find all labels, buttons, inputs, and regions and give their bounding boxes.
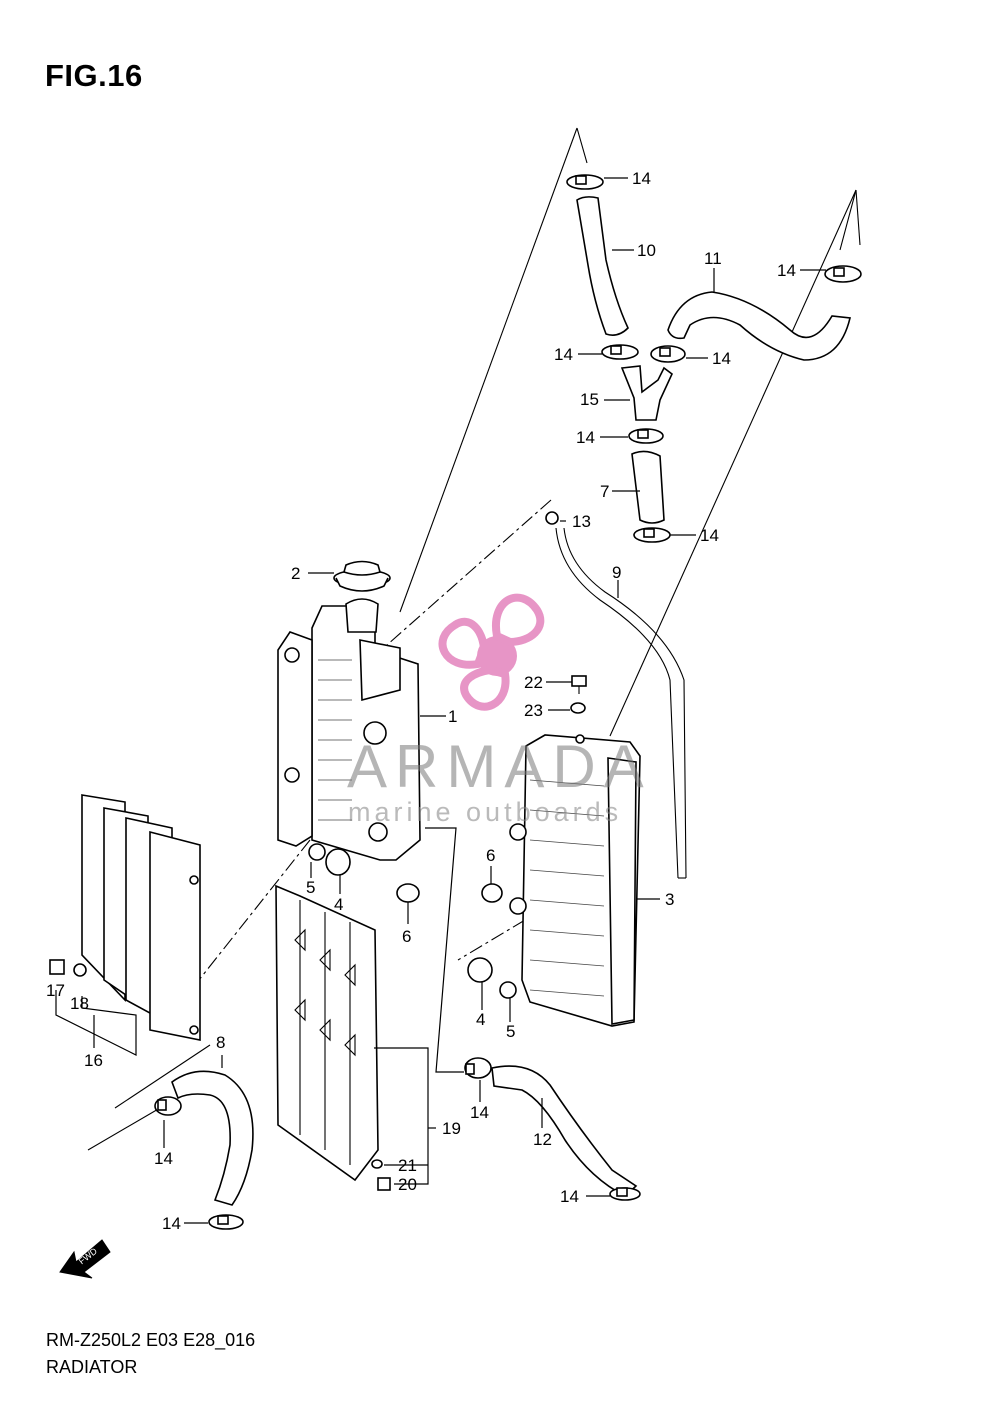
- clip-13: [545, 511, 559, 525]
- figure-title: FIG.16: [45, 58, 143, 93]
- clamp-14g: [464, 1057, 492, 1079]
- callout-labels: 1 2 3 4 4 5 5 6 6 7 8 9 10 11 12 13 14 1…: [46, 169, 796, 1233]
- callout-5-left: 5: [306, 878, 315, 897]
- construction-lines: [87, 127, 861, 1151]
- callout-14b: 14: [777, 261, 796, 280]
- callout-20: 20: [398, 1175, 417, 1194]
- radiator-right-fins: [529, 779, 605, 997]
- bolt-22: [571, 675, 587, 694]
- joint-pipe-15: [620, 365, 673, 421]
- callout-13: 13: [572, 512, 591, 531]
- callout-10: 10: [637, 241, 656, 260]
- watermark-propeller-logo: [438, 593, 545, 711]
- callout-6-left: 6: [402, 927, 411, 946]
- callout-2: 2: [291, 564, 300, 583]
- nut-20: [377, 1177, 391, 1191]
- hose-7: [631, 450, 665, 524]
- clamp-14d: [650, 345, 686, 363]
- callout-22: 22: [524, 673, 543, 692]
- callout-7: 7: [600, 482, 609, 501]
- callout-21: 21: [398, 1156, 417, 1175]
- callout-8: 8: [216, 1033, 225, 1052]
- callout-14c: 14: [554, 345, 573, 364]
- clamp-14e: [628, 428, 664, 444]
- clamp-14a: [566, 174, 604, 190]
- callout-11: 11: [704, 249, 722, 268]
- radiator-cap: [333, 560, 391, 592]
- callout-4-left: 4: [334, 895, 343, 914]
- collar-5-right: [499, 981, 517, 999]
- callout-19: 19: [442, 1119, 461, 1138]
- callout-14j: 14: [560, 1187, 579, 1206]
- hose-12: [491, 1065, 638, 1197]
- radiator-louver-left: [81, 794, 201, 1041]
- callout-9: 9: [612, 563, 621, 582]
- collar-5-left: [308, 843, 326, 861]
- clamp-14f: [633, 527, 671, 543]
- callout-1: 1: [448, 707, 457, 726]
- grommet-4-left: [325, 848, 351, 876]
- watermark-subtitle: marine outboards: [348, 797, 623, 827]
- callout-14a: 14: [632, 169, 651, 188]
- bolt-6-left: [396, 883, 420, 903]
- callout-14i: 14: [162, 1214, 181, 1233]
- callout-3: 3: [665, 890, 674, 909]
- callout-16: 16: [84, 1051, 103, 1070]
- callout-6-right: 6: [486, 846, 495, 865]
- radiator-right: [509, 734, 641, 1027]
- callout-5-right: 5: [506, 1022, 515, 1041]
- clamp-14c: [601, 344, 639, 360]
- clamp-14i: [208, 1214, 244, 1230]
- nut-17: [49, 959, 65, 975]
- callout-4-right: 4: [476, 1010, 485, 1029]
- washer-18: [73, 963, 87, 977]
- callout-14g: 14: [470, 1103, 489, 1122]
- callout-17: 17: [46, 981, 65, 1000]
- small-hardware: [49, 511, 587, 1191]
- callout-15: 15: [580, 390, 599, 409]
- fwd-arrow-icon: FWD: [59, 1239, 111, 1279]
- hose-clamps: [154, 174, 862, 1230]
- section-name: RADIATOR: [46, 1357, 138, 1377]
- callout-12: 12: [533, 1130, 552, 1149]
- callout-14h: 14: [154, 1149, 173, 1168]
- hose-9: [555, 527, 687, 879]
- radiator-louver-right: [275, 884, 379, 1182]
- clamp-14h: [154, 1096, 182, 1116]
- washer-21: [371, 1159, 383, 1169]
- hose-10: [576, 196, 629, 336]
- watermark-brand: ARMADA: [347, 733, 652, 800]
- clamp-14b: [824, 265, 862, 283]
- model-code: RM-Z250L2 E03 E28_016: [46, 1330, 256, 1350]
- grommet-4-right: [467, 957, 493, 983]
- radiator-left: [277, 598, 421, 861]
- callout-18: 18: [70, 994, 89, 1013]
- radiator-left-fins: [318, 659, 352, 821]
- callout-14d: 14: [712, 349, 731, 368]
- bolt-6-right: [481, 883, 503, 903]
- hose-8: [171, 1070, 254, 1206]
- washer-23: [570, 702, 586, 714]
- callout-14e: 14: [576, 428, 595, 447]
- clamp-14j: [609, 1187, 641, 1201]
- leader-lines: [55, 177, 826, 1224]
- hose-11: [667, 291, 851, 361]
- callout-23: 23: [524, 701, 543, 720]
- callout-14f: 14: [700, 526, 719, 545]
